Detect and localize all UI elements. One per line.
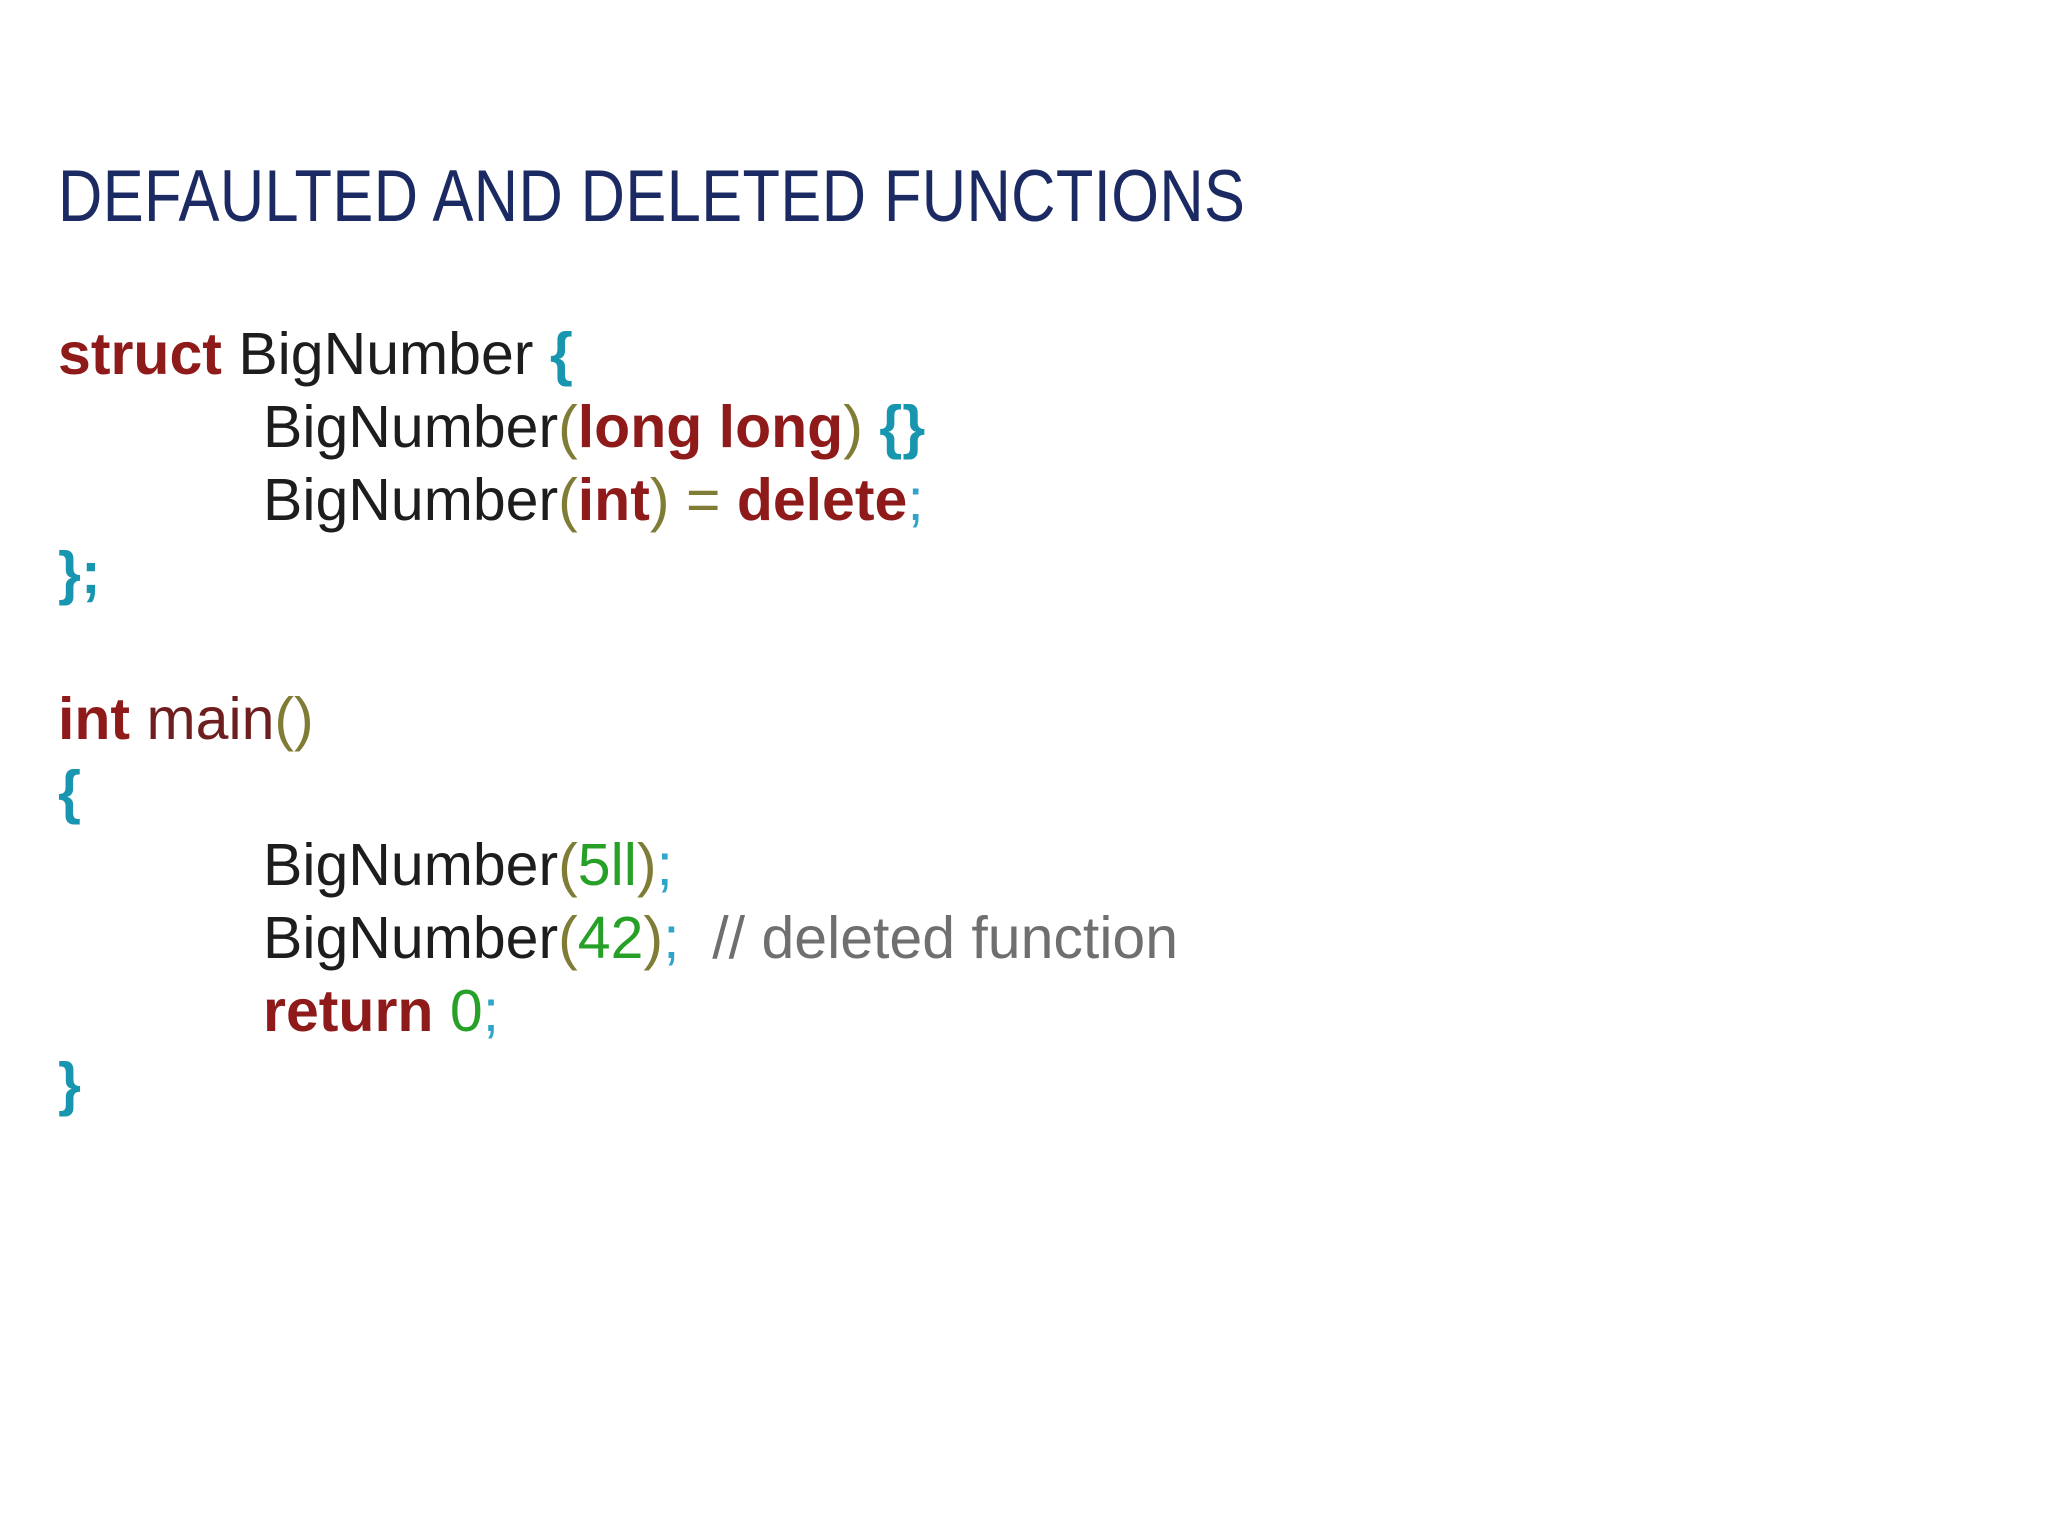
code-token-plain: BigNumber [263,394,559,460]
code-line: BigNumber(int) = delete; [58,464,1990,537]
code-token-keyword: int [577,467,650,533]
code-token-paren: ( [558,467,578,533]
code-token-keyword: int [58,686,131,752]
code-token-comment: // deleted function [712,905,1179,971]
code-token-paren: ) [636,832,657,898]
code-token-brace: } [58,540,81,606]
code-token-paren: ) [643,905,664,971]
code-token-paren: ( [558,394,578,460]
code-token-paren: = [685,467,721,533]
code-line: BigNumber(42); // deleted function [58,902,1990,975]
code-line: { [58,756,1990,829]
code-token-paren: ) [843,394,863,460]
code-token-brace: } [58,1051,81,1117]
code-token-plain [679,905,712,971]
code-line: }; [58,537,1990,610]
code-token-plain: BigNumber [263,467,559,533]
code-token-plain [130,686,146,752]
code-token-brace: { [549,321,573,387]
code-token-plain: BigNumber [263,905,559,971]
code-token-plain: BigNumber [263,832,559,898]
code-token-paren: ( [558,832,578,898]
code-line: return 0; [58,975,1990,1048]
code-token-paren: () [274,686,314,752]
code-token-function: main [146,686,275,752]
code-token-plain [720,467,736,533]
code-token-number: 5ll [577,832,637,898]
code-line: int main() [58,683,1990,756]
code-token-paren: ( [558,905,578,971]
code-token-semicolon: ; [656,832,673,898]
code-token-keyword: long long [577,394,844,460]
code-token-semicolon: ; [907,467,924,533]
code-token-keyword: return [263,978,434,1044]
code-token-plain: BigNumber [221,321,550,387]
code-token-keyword: struct [58,321,222,387]
code-token-semicolon: ; [482,978,500,1044]
code-token-plain [433,978,449,1044]
code-line: struct BigNumber { [58,318,1990,391]
code-token-brace: ; [80,540,101,606]
slide-title-text: DEFAULTED AND DELETED FUNCTIONS [58,156,1246,237]
code-token-number: 42 [577,905,644,971]
code-token-brace: {} [879,394,926,460]
code-token-plain [863,394,879,460]
code-token-semicolon: ; [663,905,680,971]
code-line: } [58,1048,1990,1121]
code-token-keyword: delete [736,467,908,533]
code-line: BigNumber(5ll); [58,829,1990,902]
code-token-plain [670,467,686,533]
code-token-number: 0 [449,978,483,1044]
code-line: BigNumber(long long) {} [58,391,1990,464]
slide-title: DEFAULTED AND DELETED FUNCTIONS [58,0,1990,238]
code-token-paren: ) [649,467,670,533]
code-token-brace: { [58,759,81,825]
code-block: struct BigNumber {BigNumber(long long) {… [58,318,1990,1121]
code-line [58,610,1990,683]
